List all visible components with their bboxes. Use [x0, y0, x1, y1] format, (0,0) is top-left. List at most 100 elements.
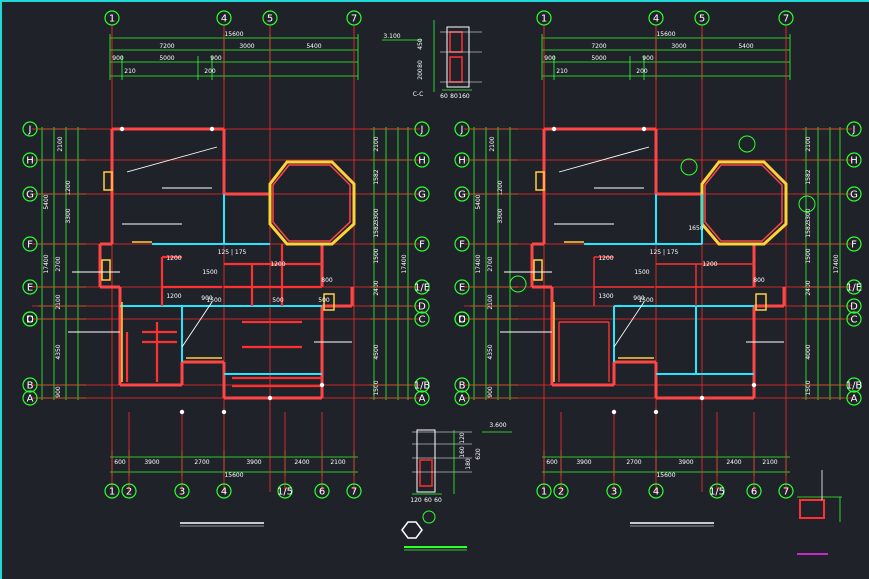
room-dim-note: 900	[633, 295, 645, 302]
dim-text: 7200	[591, 43, 606, 50]
axis-bubble-circle	[414, 377, 430, 393]
column-marker	[751, 382, 757, 388]
column-marker	[653, 409, 659, 415]
axis-bubble-left: E	[454, 279, 470, 295]
section-dim-v: 200	[417, 68, 424, 80]
dim-text-v: 900	[55, 386, 62, 398]
axis-bubble-circle	[846, 311, 862, 327]
axis-bubble-circle	[216, 483, 232, 499]
axis-bubble-left: C	[454, 311, 470, 327]
axis-bubble-circle	[454, 279, 470, 295]
room-dim-note: 1200	[270, 261, 285, 268]
dim-text: 5400	[738, 43, 753, 50]
column-detail	[797, 470, 842, 555]
walls	[530, 126, 788, 415]
axis-bubble-circle	[346, 10, 362, 26]
detail-bubble	[422, 510, 436, 524]
room-dim-note: 1300	[598, 293, 613, 300]
window	[101, 259, 111, 281]
section-beam	[449, 31, 463, 53]
room-dim-note: 1200	[598, 255, 613, 262]
section-dim-v: 620	[475, 448, 482, 460]
dim-text: 2700	[626, 459, 641, 466]
dim-text-v: 4500	[373, 344, 380, 359]
axis-bubble-label: 4	[653, 14, 659, 25]
axis-bubble-label: 7	[351, 487, 357, 498]
axis-bubble-circle	[709, 483, 725, 499]
axis-bubble-circle	[454, 377, 470, 393]
column-marker	[267, 395, 273, 401]
dim-total-bottom: 15600	[224, 472, 243, 479]
room-dim-note: 1500	[202, 269, 217, 276]
axis-bubble-left: A	[22, 390, 38, 406]
window	[533, 259, 543, 281]
section-outline	[416, 429, 436, 493]
axis-bubble-label: H	[850, 156, 858, 167]
axis-bubble-left: E	[22, 279, 38, 295]
axis-bubble-bottom: 1	[104, 483, 120, 499]
dim-text-v: 4000	[805, 344, 812, 359]
axis-bubble-label: 1/5	[277, 487, 293, 498]
axis-bubble-label: 2	[558, 487, 564, 498]
room-dim-note: 800	[321, 277, 333, 284]
axis-bubble-circle	[846, 152, 862, 168]
room-dim-note: 1500	[634, 269, 649, 276]
dim-text-v: 2700	[487, 256, 494, 271]
axis-bubble-bottom: 6	[746, 483, 762, 499]
dim-text-v: 5400	[475, 194, 482, 209]
dim-text-v: 3300	[373, 208, 380, 223]
dim-total-bottom: 15600	[656, 472, 675, 479]
axis-bubble-circle	[22, 236, 38, 252]
axis-bubble-label: 5	[699, 14, 705, 25]
axis-bubble-bottom: 3	[606, 483, 622, 499]
room-dim-note: 1500	[206, 297, 221, 304]
axis-bubble-label: 3	[179, 487, 185, 498]
leader-line	[181, 301, 213, 348]
axis-bubble-label: 1	[541, 14, 547, 25]
room-dim-note: 1650	[688, 225, 703, 232]
walls	[98, 126, 356, 415]
column-marker	[119, 126, 125, 132]
axis-bubble-top: 1	[536, 10, 552, 26]
axis-bubble-circle	[846, 236, 862, 252]
axis-bubble-label: 7	[783, 14, 789, 25]
axis-bubble-circle	[536, 10, 552, 26]
axis-bubble-label: F	[851, 240, 857, 251]
leader-line	[558, 146, 650, 173]
axis-bubble-right: G	[414, 186, 430, 202]
axis-bubble-label: D	[850, 302, 858, 313]
axis-bubble-left: J	[454, 121, 470, 137]
dim-text-v: 1582	[805, 222, 812, 237]
axis-bubble-label: 3	[611, 487, 617, 498]
axis-bubble-right: G	[846, 186, 862, 202]
axis-bubble-label: G	[418, 190, 426, 201]
axis-bubble-circle	[414, 152, 430, 168]
room-dim-note: 800	[753, 277, 765, 284]
octagon-tower	[700, 160, 788, 246]
axis-bubble-bottom: 4	[648, 483, 664, 499]
axis-bubble-bottom: 4	[216, 483, 232, 499]
axis-bubble-label: 1	[109, 487, 115, 498]
axis-bubble-right: J	[846, 121, 862, 137]
axis-bubble-label: 2	[126, 487, 132, 498]
axis-bubble-left: F	[22, 236, 38, 252]
dim-text: 900	[642, 55, 654, 62]
section-dim-h: 160	[458, 93, 470, 100]
axis-bubble-circle	[846, 390, 862, 406]
axis-bubble-label: B	[27, 381, 34, 392]
axis-bubble-label: G	[458, 190, 466, 201]
axis-bubble-circle	[346, 483, 362, 499]
axis-bubble-label: C	[459, 315, 466, 326]
dim-text: 2400	[726, 459, 741, 466]
octagon-tower	[268, 160, 356, 246]
section-dim-v: 450	[417, 38, 424, 50]
dim-text: 2100	[762, 459, 777, 466]
room-dim-note: 500	[272, 297, 284, 304]
window	[103, 171, 113, 191]
axis-bubble-label: 1/E	[414, 283, 430, 294]
axis-bubble-circle	[694, 10, 710, 26]
axis-bubble-right: D	[414, 298, 430, 314]
callout-circle	[798, 195, 816, 213]
